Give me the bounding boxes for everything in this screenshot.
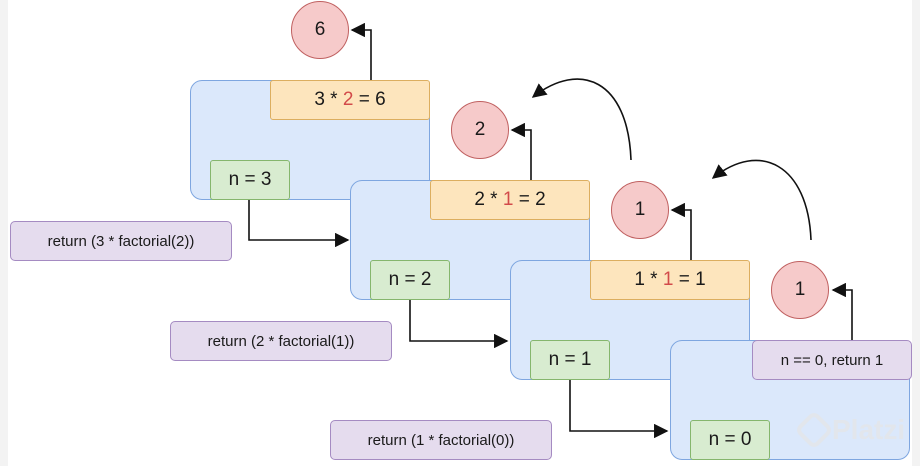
n-box-1: n = 1 [530,340,610,380]
calc-box-n3: 3 * 2 = 6 [270,80,430,120]
calc-highlight: 1 [502,189,514,210]
return-arrow-2 [510,122,532,180]
right-margin [912,0,920,466]
call-arrow-1 [569,380,669,439]
calc-box-n2: 2 * 1 = 2 [430,180,590,220]
calc-text: = 1 [673,269,706,290]
calc-text: 2 * [474,189,503,210]
calc-text: = 6 [353,89,386,110]
calc-text: = 2 [513,189,546,210]
return-arrow-1 [670,202,692,260]
n-box-2: n = 2 [370,260,450,300]
return-arrow-6 [350,22,372,80]
n-box-3: n = 3 [210,160,290,200]
return-box-3: return (3 * factorial(2)) [10,221,232,261]
watermark-text: Platzi [832,414,906,445]
return-arrow-base [831,282,853,340]
left-margin [0,0,8,466]
call-arrow-3 [248,200,350,248]
result-circle-base: 1 [771,261,829,319]
calc-highlight: 1 [662,269,674,290]
return-box-1: return (1 * factorial(0)) [330,420,552,460]
result-circle-2: 2 [451,101,509,159]
result-circle-1: 1 [611,181,669,239]
platzi-watermark: Platzi [794,405,910,455]
call-arrow-2 [409,300,509,349]
platzi-logo-icon [794,410,834,450]
calc-text: 3 * [314,89,343,110]
return-box-2: return (2 * factorial(1)) [170,321,392,361]
n-box-0: n = 0 [690,420,770,460]
calc-box-n1: 1 * 1 = 1 [590,260,750,300]
base-case-box: n == 0, return 1 [752,340,912,380]
result-circle-6: 6 [291,1,349,59]
curved-arrow-upper [531,78,632,161]
calc-highlight: 2 [342,89,354,110]
calc-text: 1 * [634,269,663,290]
curved-arrow-lower [711,159,812,241]
